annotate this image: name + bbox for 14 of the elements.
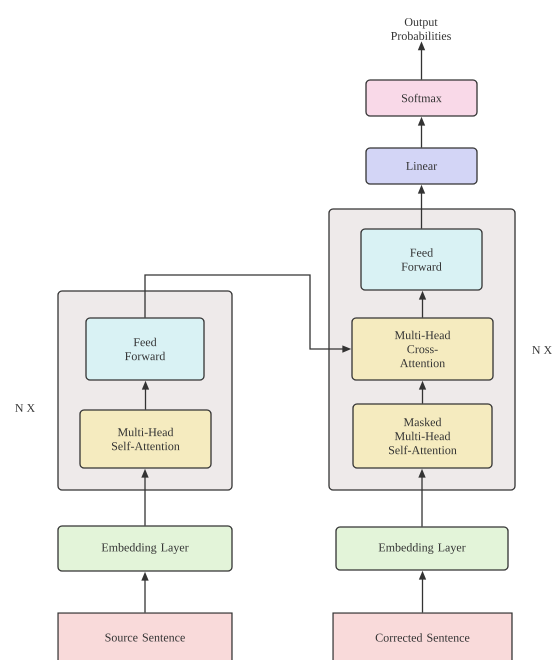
process-box: Masked Multi-Head Self-Attention: [352, 403, 493, 469]
repeat-label: N X: [532, 346, 552, 354]
input-box: Corrected Sentence: [332, 612, 513, 660]
process-box: Feed Forward: [85, 317, 205, 381]
repeat-label: N X: [15, 404, 35, 412]
process-box: Embedding Layer: [57, 525, 233, 572]
process-box: Multi-Head Cross-Attention: [351, 317, 494, 381]
process-box: Multi-Head Self-Attention: [79, 409, 212, 469]
process-box: Linear: [365, 147, 478, 185]
input-box: Source Sentence: [57, 612, 233, 660]
process-box: Embedding Layer: [335, 526, 509, 571]
process-box: Softmax: [365, 79, 478, 117]
output-label: Output Probabilities: [391, 18, 451, 40]
process-box: Feed Forward: [360, 228, 483, 291]
